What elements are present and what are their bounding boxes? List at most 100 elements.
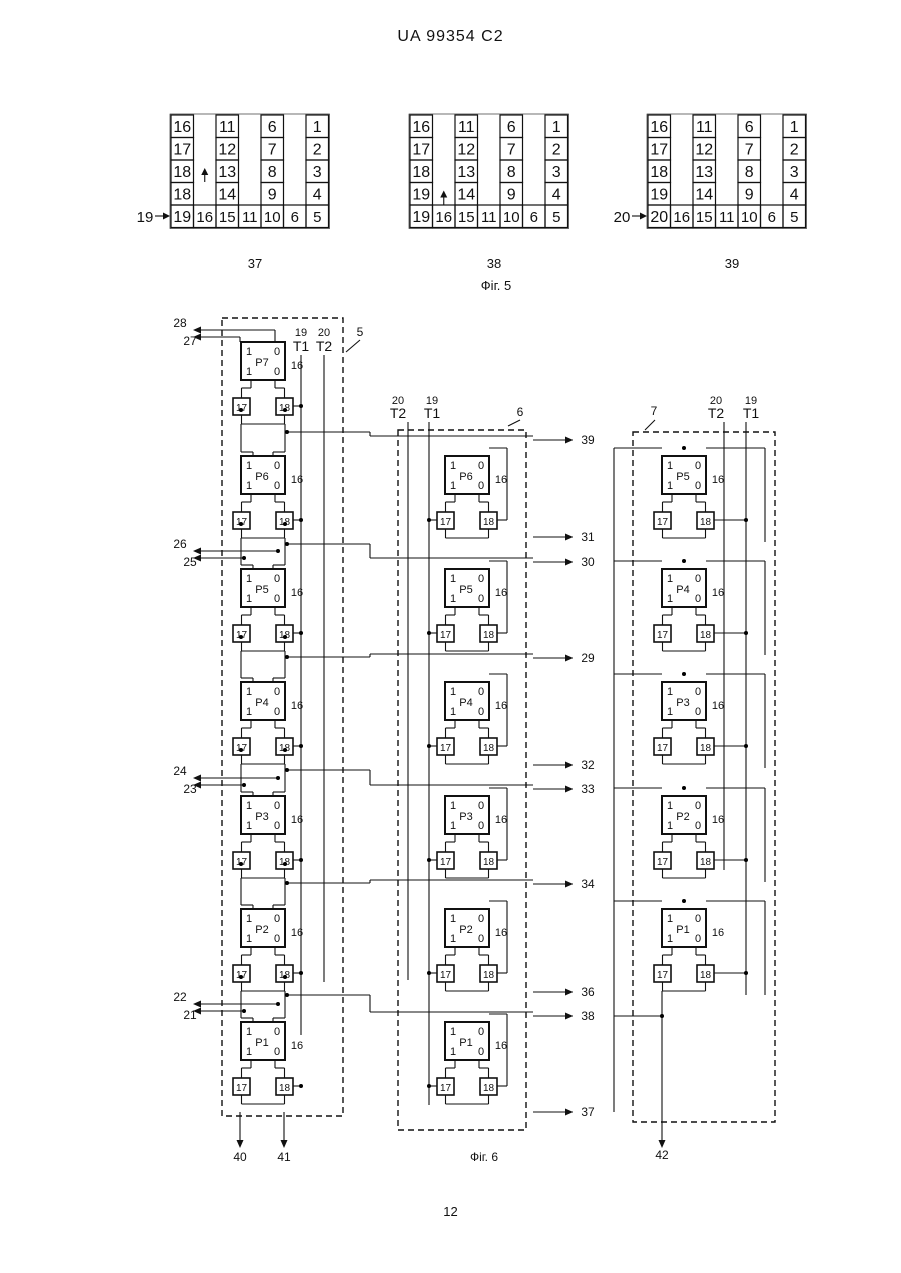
fig5-table-2-label: 38 (487, 256, 501, 271)
crosslink-dot (285, 430, 289, 434)
block-6-cell-number: 16 (495, 927, 507, 939)
fig5-table-1-cell-value: 3 (313, 164, 322, 181)
block-6-gate-17-label: 17 (440, 743, 452, 754)
fig5-table-1-cell-value: 4 (313, 187, 322, 204)
block-7-bit-label: 0 (695, 480, 701, 492)
out-34-label: 34 (581, 877, 595, 891)
fig5-table-3-cell-value: 6 (745, 119, 754, 136)
block-5-cell-name: P3 (255, 811, 268, 823)
block-5-cell-name: P1 (255, 1037, 268, 1049)
block-5-dot (283, 635, 287, 639)
block-7-t1: T1 (743, 405, 760, 421)
fig5-table-2-cell-value: 11 (458, 119, 475, 136)
fig5-table-1-cell-value: 8 (268, 164, 277, 181)
fig5-table-3-cell-value: 4 (790, 187, 799, 204)
block-7-bit-label: 1 (667, 573, 673, 585)
block-5-label: 5 (357, 325, 364, 339)
fig5-table-3-input-label: 20 (614, 209, 631, 226)
block-7-bit-label: 1 (667, 706, 673, 718)
block-5-t1-dot (299, 518, 303, 522)
out-39-label: 39 (581, 433, 595, 447)
block-6-bit-label: 0 (478, 913, 484, 925)
out-41-label: 41 (277, 1150, 291, 1164)
fig5-table-3-cell-value: 14 (695, 187, 713, 204)
page-number: 12 (0, 1204, 901, 1219)
block-6-t2: T2 (390, 405, 407, 421)
out-23-label: 23 (183, 782, 197, 796)
block-5-dot (283, 862, 287, 866)
block-6-bit-label: 1 (450, 913, 456, 925)
fig5-table-2-bottom-value: 5 (552, 209, 560, 226)
block-6-bit-label: 0 (478, 933, 484, 945)
block-5-bit-label: 0 (274, 800, 280, 812)
fig5-table-1-cell-value: 7 (268, 142, 277, 159)
block-7-cell-number: 16 (712, 927, 724, 939)
fig5-table-1-bottom-value: 11 (242, 209, 258, 226)
block-7-cell-name: P1 (676, 924, 689, 936)
fig5-table-3-cell-value: 3 (790, 164, 799, 181)
block-5-t1: T1 (293, 338, 310, 354)
block-5-cell-name: P2 (255, 924, 268, 936)
fig5-table-1-bottom-value: 10 (264, 209, 281, 226)
block-7-gate-17-label: 17 (657, 970, 669, 981)
fig5-table-2-bottom-value: 16 (435, 209, 452, 226)
fig5-table-1-shift-arrowhead (201, 168, 208, 175)
fig5-table-3-cell-value: 9 (745, 187, 754, 204)
block-5-bit-label: 0 (274, 346, 280, 358)
fig5-table-2-cell-value: 13 (457, 164, 475, 181)
block-6-bit-label: 1 (450, 706, 456, 718)
block-5-dot (283, 975, 287, 979)
fig5-table-2-cell-value: 16 (412, 119, 430, 136)
fig5-table-3-bottom-value: 10 (741, 209, 758, 226)
out-38-label: 38 (581, 1009, 595, 1023)
block-7-bit-label: 0 (695, 573, 701, 585)
block-7-t1-dot (744, 744, 748, 748)
block-6-gate-17-label: 17 (440, 857, 452, 868)
block-6-cell-number: 16 (495, 474, 507, 486)
out-32-arrow-head (565, 762, 573, 769)
block-5-dot (239, 748, 243, 752)
block-7-outline (633, 432, 775, 1122)
block-6-t1-dot (427, 1084, 431, 1088)
out-25-dot (242, 556, 246, 560)
out-40-arrowhead (237, 1140, 244, 1148)
fig5-table-2-cell-value: 7 (507, 142, 516, 159)
block-5-bit-label: 1 (246, 366, 252, 378)
block-5-t1-dot (299, 404, 303, 408)
block-7-gate-17-label: 17 (657, 517, 669, 528)
block-6-gate-18-label: 18 (483, 517, 495, 528)
block-7-dot (682, 899, 686, 903)
block-6-bit-label: 1 (450, 800, 456, 812)
block-5-dot (283, 522, 287, 526)
block-6-gate-18-label: 18 (483, 630, 495, 641)
block-6-cell-number: 16 (495, 1040, 507, 1052)
block-7-t1-dot (744, 971, 748, 975)
block-7-bit-label: 0 (695, 460, 701, 472)
block-7-dot (682, 786, 686, 790)
block-5-bit-label: 1 (246, 460, 252, 472)
block-5-bit-label: 0 (274, 1046, 280, 1058)
block-5-t1-dot (299, 971, 303, 975)
block-7-t1-dot (744, 518, 748, 522)
fig5-table-1-cell-value: 9 (268, 187, 277, 204)
block-6-t1-dot (427, 744, 431, 748)
block-5-bit-label: 0 (274, 573, 280, 585)
out-28-label: 28 (173, 316, 187, 330)
block-5-dot (239, 975, 243, 979)
block-5-bit-label: 0 (274, 820, 280, 832)
block-6-t1-dot (427, 631, 431, 635)
fig5-table-2-cell-value: 1 (552, 119, 561, 136)
fig5-table-1-cell-value: 18 (173, 164, 191, 181)
block-5-gate-18-label: 18 (279, 1083, 291, 1094)
out-32-label: 32 (581, 758, 595, 772)
block-6-gate-18-label: 18 (483, 1083, 495, 1094)
block-6-bit-label: 0 (478, 1046, 484, 1058)
crosslink-dot (285, 993, 289, 997)
block-5-dot (239, 408, 243, 412)
out-24-dot (276, 776, 280, 780)
block-7-bit-label: 0 (695, 800, 701, 812)
block-5-t2: T2 (316, 338, 333, 354)
fig5-table-3-cell-value: 7 (745, 142, 754, 159)
out-22-arrowhead (193, 1001, 201, 1008)
block-5-bit-label: 0 (274, 366, 280, 378)
